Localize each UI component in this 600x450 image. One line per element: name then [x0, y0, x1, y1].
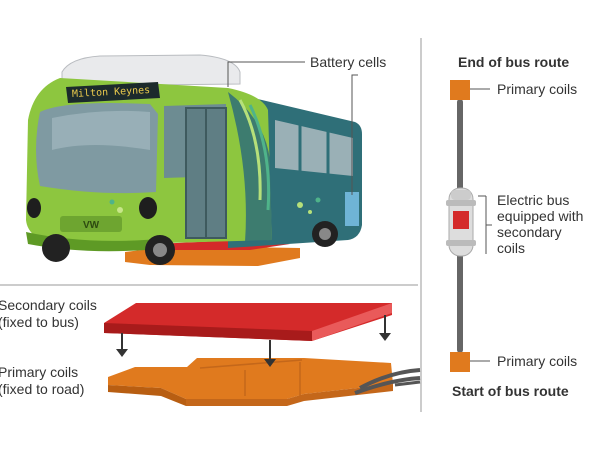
power-cable: [359, 368, 421, 390]
svg-text:VW: VW: [83, 220, 100, 231]
rear-windows: [275, 120, 353, 176]
front-left-wheel: [42, 234, 70, 262]
primary-coils-road-sublabel: (fixed to road): [0, 381, 85, 397]
start-primary-coil: [450, 352, 470, 372]
end-primary-coil: [450, 80, 470, 100]
destination-sign: [66, 82, 160, 103]
battery-cells-label: Battery cells: [310, 54, 387, 70]
bus-secondary-coil-marker: [453, 211, 469, 229]
bus-label-line: secondary: [497, 224, 562, 240]
primary-coils-road-label: Primary coils: [0, 364, 79, 380]
route-top-primary-label: Primary coils: [497, 81, 578, 97]
bus-top-view: [446, 187, 476, 257]
coil-detail-illustration: [104, 303, 421, 406]
bus-route-bus-label: Electric bus equipped with secondary coi…: [497, 192, 583, 256]
secondary-coils-label: Secondary coils: [0, 297, 97, 313]
battery-leader-side: [351, 74, 358, 195]
bus-label-line: Electric bus: [497, 192, 570, 208]
route-bottom-primary-label: Primary coils: [497, 353, 578, 369]
battery-leader-roof: [227, 61, 305, 87]
left-headlight: [27, 198, 41, 218]
end-of-route-label: End of bus route: [458, 54, 570, 70]
bus-route-illustration: [446, 80, 492, 372]
right-headlight: [139, 197, 157, 219]
electric-bus-illustration: VW: [26, 54, 362, 266]
bus-label-line: equipped with: [497, 208, 584, 224]
roof-battery-pod: [61, 54, 241, 87]
bus-grille: [60, 216, 122, 232]
start-of-route-label: Start of bus route: [452, 383, 569, 399]
primary-coils-road: [108, 358, 393, 399]
side-battery-cells: [345, 192, 359, 226]
downward-arrows: [116, 315, 391, 367]
bus-label-line: coils: [497, 240, 526, 256]
secondary-coils-sublabel: (fixed to bus): [0, 314, 79, 330]
